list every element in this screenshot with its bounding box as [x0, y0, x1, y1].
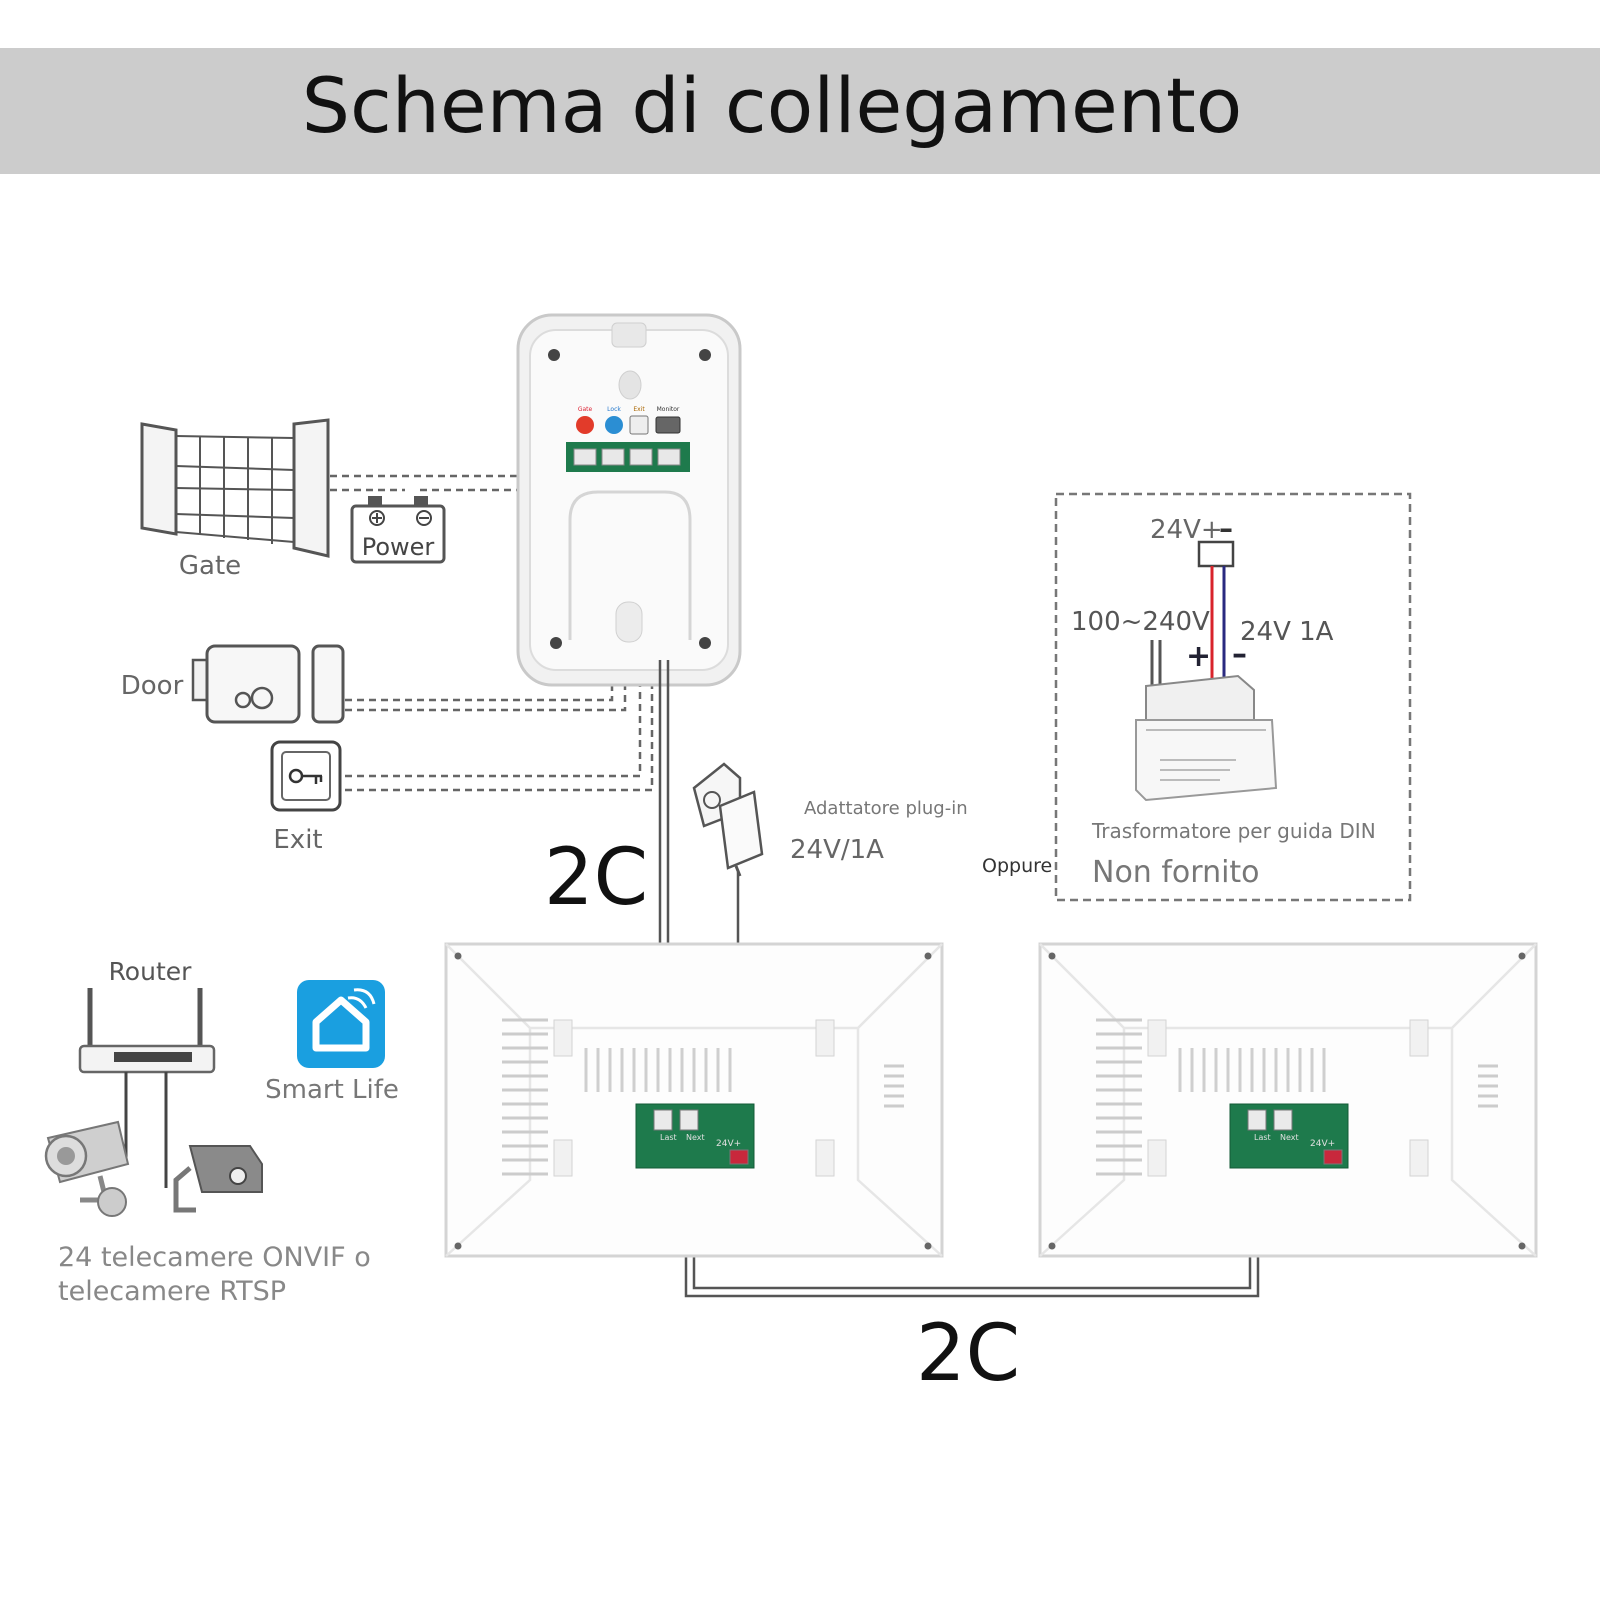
- plug-adapter-icon: [692, 762, 764, 877]
- monitor-terminal-label: Monitor: [657, 406, 680, 413]
- din-output-connector: [1197, 540, 1235, 568]
- doorbell-notch: [611, 322, 647, 348]
- screw-tr: [699, 349, 711, 361]
- exit-button-icon: [270, 740, 342, 812]
- camera-icon-right: [173, 1145, 263, 1213]
- gate-terminal-label: Gate: [578, 406, 593, 413]
- connector-3: [629, 448, 653, 466]
- header-bar: [0, 48, 1600, 174]
- gate-label: Gate: [179, 551, 241, 581]
- monitor-2-port-power: 24V+: [1310, 1139, 1335, 1149]
- monitor-cable-label: 2C: [916, 1309, 1020, 1399]
- adapter-rating: 24V/1A: [790, 835, 884, 865]
- router-label: Router: [109, 957, 193, 986]
- smart-life-app-icon: [297, 980, 385, 1068]
- exit-label: Exit: [273, 825, 322, 855]
- cameras-label-line2: telecamere RTSP: [58, 1276, 286, 1307]
- doorbell-arch: [568, 490, 692, 640]
- din-minus-sign: –: [1232, 637, 1247, 672]
- monitor-terminal-icon: [655, 416, 681, 434]
- gate-icon: [140, 418, 330, 558]
- adapter-title: Adattatore plug-in: [804, 798, 968, 819]
- monitor-1-port-last: Last: [660, 1133, 677, 1142]
- connector-4: [657, 448, 681, 466]
- din-output-rating: 24V 1A: [1240, 617, 1334, 647]
- din-note: Non fornito: [1092, 855, 1260, 890]
- monitor-1-port-next: Next: [686, 1133, 705, 1142]
- screw-br: [699, 637, 711, 649]
- din-output-terminal: 24V+: [1150, 515, 1223, 545]
- connector-2: [601, 448, 625, 466]
- cameras-label-line1: 24 telecamere ONVIF o: [58, 1242, 371, 1273]
- monitor-2-port-last: Last: [1254, 1133, 1271, 1142]
- gate-terminal-icon: [576, 416, 594, 434]
- din-title: Trasformatore per guida DIN: [1091, 819, 1376, 843]
- monitor-2-port-next: Next: [1280, 1133, 1299, 1142]
- power-label: Power: [362, 533, 435, 561]
- door-lock-icon: [191, 644, 345, 724]
- connector-1: [573, 448, 597, 466]
- doorbell-hole: [618, 370, 642, 400]
- din-transformer-icon: [1135, 566, 1278, 802]
- monitor-unit-1: Last Next 24V+: [444, 942, 944, 1258]
- doorbell-unit: Gate Lock Exit Monitor: [516, 313, 742, 687]
- monitor-1-port-power: 24V+: [716, 1139, 741, 1149]
- door-label: Door: [121, 671, 184, 701]
- din-box: [1054, 492, 1412, 902]
- exit-terminal-icon: [629, 415, 649, 435]
- din-output-minus: –: [1219, 512, 1233, 545]
- page-title: Schema di collegamento: [302, 61, 1243, 150]
- router-icon: [78, 988, 216, 1188]
- power-battery-icon: [350, 496, 446, 564]
- doorbell-cable-label: 2C: [544, 833, 648, 923]
- exit-terminal-label: Exit: [633, 406, 645, 413]
- screw-bl: [550, 637, 562, 649]
- screw-tl: [548, 349, 560, 361]
- door-wire-top: [345, 455, 614, 702]
- camera-icon-left: [44, 1120, 130, 1217]
- din-input-voltage: 100~240V: [1071, 607, 1210, 637]
- din-plus-sign: +: [1186, 639, 1211, 674]
- lock-terminal-label: Lock: [607, 406, 621, 413]
- smart-life-label: Smart Life: [265, 1075, 399, 1105]
- monitor-unit-2: Last Next 24V+: [1038, 942, 1538, 1258]
- or-label: Oppure: [982, 855, 1052, 877]
- lock-terminal-icon: [605, 416, 623, 434]
- doorbell-slot: [615, 601, 643, 643]
